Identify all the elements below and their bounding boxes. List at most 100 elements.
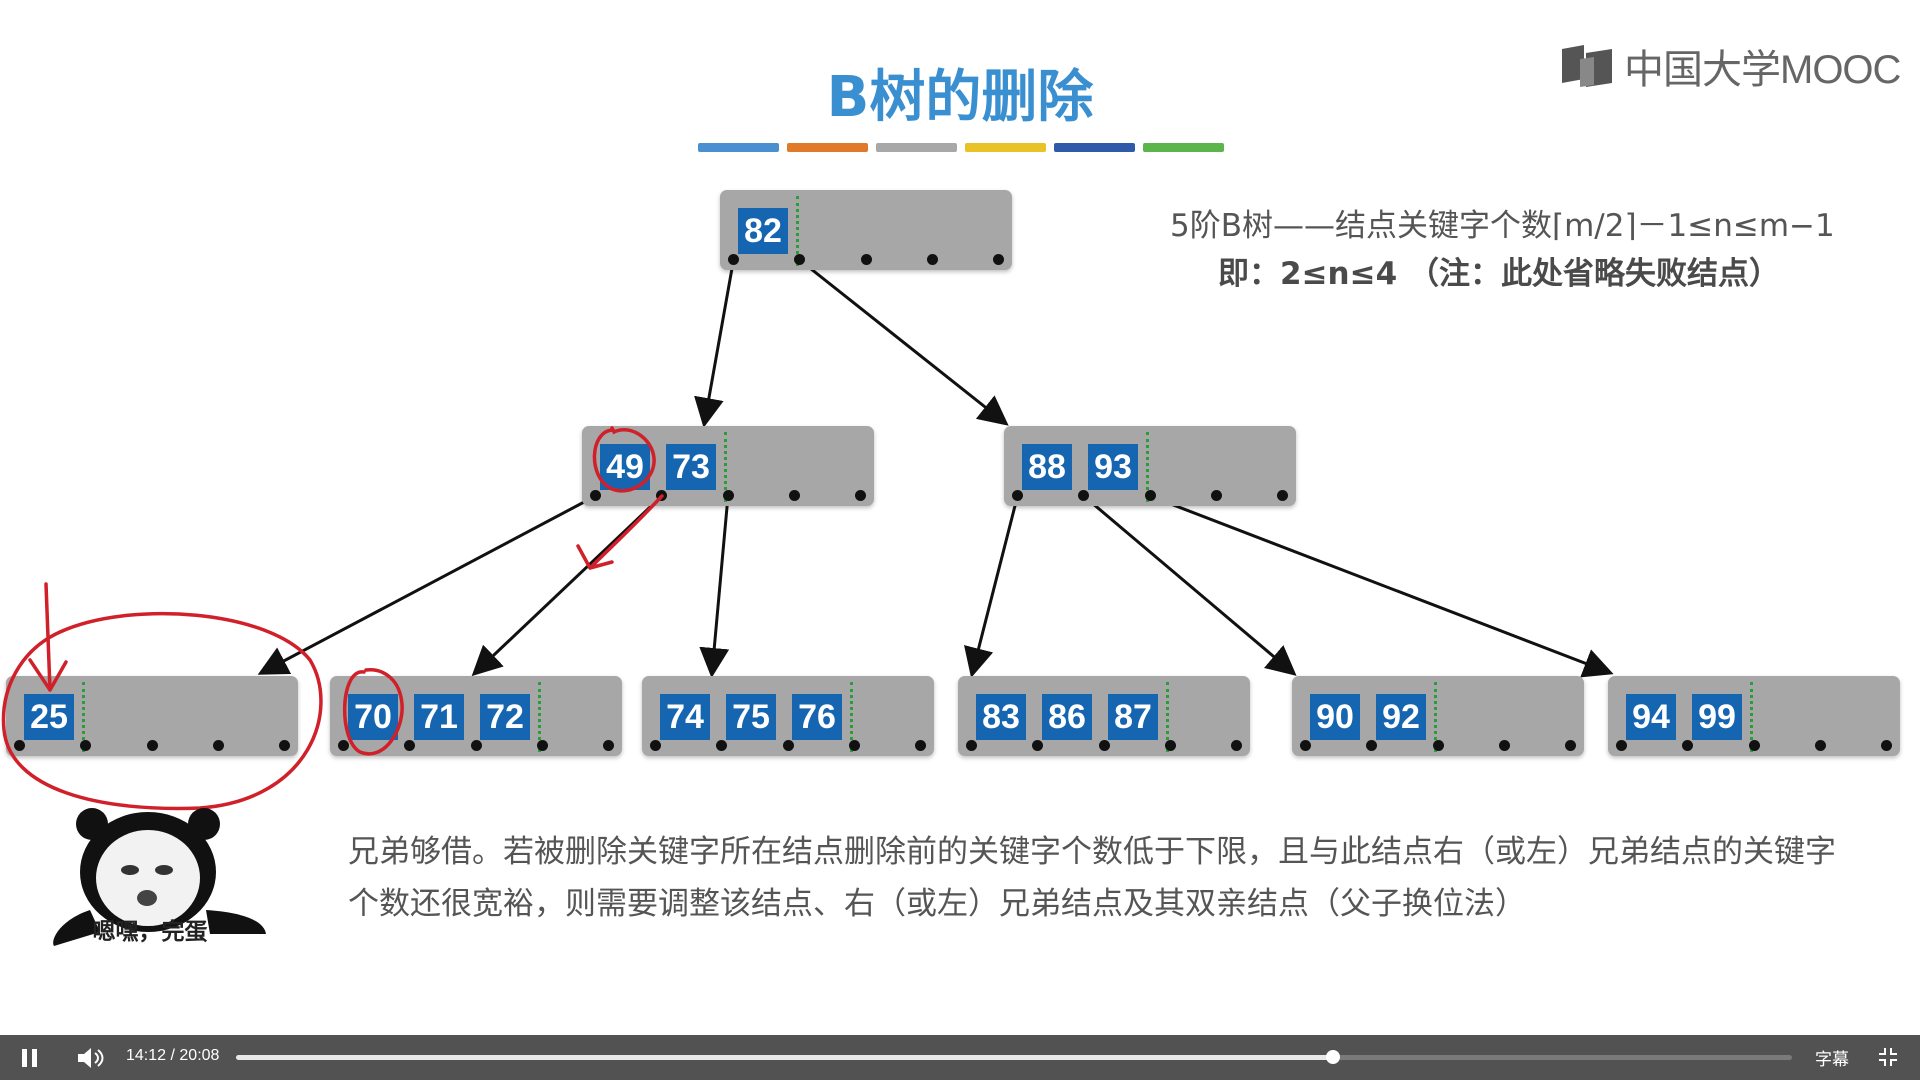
tree-edge (257, 494, 597, 675)
subtitle-button[interactable]: 字幕 (1815, 1050, 1849, 1070)
book-logo-icon (1562, 45, 1612, 87)
color-bar-segment (965, 143, 1046, 152)
child-pointer-dot (80, 740, 92, 751)
child-pointer-dot (1231, 740, 1242, 751)
color-bar-segment (787, 143, 868, 152)
node-key: 71 (414, 694, 464, 740)
node-key: 83 (976, 694, 1026, 740)
child-pointer-dot (470, 740, 482, 751)
child-pointer-dot (146, 740, 158, 751)
tree-edge (798, 258, 1009, 426)
exit-fullscreen-button[interactable] (1878, 1047, 1898, 1067)
child-pointer-dot (926, 254, 938, 265)
key-boundary-marker (1166, 682, 1169, 752)
child-pointer-dot (915, 740, 926, 751)
progress-handle[interactable] (1325, 1050, 1340, 1064)
child-pointer-dot (1432, 740, 1444, 751)
time-separator: / (170, 1047, 175, 1064)
pause-button[interactable] (20, 1048, 40, 1068)
node-key: 72 (480, 694, 530, 740)
color-bar-segment (698, 143, 779, 152)
child-pointer-dot (212, 740, 224, 751)
volume-button[interactable] (76, 1047, 104, 1069)
child-pointer-dot (1032, 740, 1044, 751)
child-pointer-dot (1881, 740, 1892, 751)
child-pointer-dot (722, 490, 734, 501)
node-key: 75 (726, 694, 776, 740)
child-pointer-dot (782, 740, 794, 751)
child-pointer-dot (1277, 490, 1288, 501)
node-key: 25 (24, 694, 74, 740)
key-boundary-marker (850, 682, 853, 752)
child-pointer-dot (860, 254, 872, 265)
time-display: 14:12 / 20:08 (126, 1047, 219, 1065)
node-key: 49 (600, 444, 650, 490)
child-pointer-dot (1144, 490, 1156, 501)
key-boundary-marker (796, 196, 799, 266)
slide-title: B树的删除 (826, 65, 1094, 130)
handwritten-annotations (1, 426, 664, 811)
child-pointer-dot (603, 740, 614, 751)
tree-edge (963, 495, 1019, 678)
order-constraint-detail: 即：2≤n≤4 （注：此处省略失败结点） (1218, 256, 1780, 292)
exit-fullscreen-icon (1879, 1048, 1897, 1066)
node-key: 76 (792, 694, 842, 740)
mooc-logo: 中国大学MOOC (1560, 40, 1901, 92)
node-key: 90 (1310, 694, 1360, 740)
node-key: 73 (666, 444, 716, 490)
color-bar-segment (1143, 143, 1224, 152)
node-key: 70 (348, 694, 398, 740)
leaf-node-1: 25 (6, 676, 298, 756)
progress-fill (236, 1055, 1333, 1060)
tree-edge (699, 495, 730, 678)
key-boundary-marker (1434, 682, 1437, 752)
color-bar (698, 143, 1224, 152)
child-pointer-dot (14, 740, 25, 751)
internal-node-left: 49 73 (582, 426, 874, 506)
child-pointer-dot (1682, 740, 1694, 751)
progress-bar[interactable] (236, 1050, 1792, 1064)
child-pointer-dot (794, 254, 806, 265)
node-key: 93 (1088, 444, 1138, 490)
child-pointer-dot (1078, 490, 1090, 501)
child-pointer-dot (590, 490, 601, 501)
child-pointer-dot (1616, 740, 1627, 751)
child-pointer-dot (1210, 490, 1222, 501)
child-pointer-dot (279, 740, 290, 751)
pause-icon (22, 1049, 27, 1067)
current-time: 14:12 (126, 1047, 167, 1064)
child-pointer-dot (338, 740, 349, 751)
child-pointer-dot (1565, 740, 1576, 751)
child-pointer-dot (728, 254, 739, 265)
node-key: 94 (1626, 694, 1676, 740)
key-boundary-marker (1750, 682, 1753, 752)
child-pointer-dot (1098, 740, 1110, 751)
child-pointer-dot (404, 740, 416, 751)
child-pointer-dot (855, 490, 866, 501)
node-key: 92 (1376, 694, 1426, 740)
key-boundary-marker (82, 682, 85, 752)
child-pointer-dot (1300, 740, 1311, 751)
child-pointer-dot (1012, 490, 1023, 501)
child-pointer-dot (1164, 740, 1176, 751)
circle-49-mark (592, 426, 656, 493)
child-pointer-dot (1748, 740, 1760, 751)
arrow-to-leaf-mark (576, 494, 664, 570)
child-pointer-dot (966, 740, 977, 751)
child-pointer-dot (993, 254, 1004, 265)
child-pointer-dot (650, 740, 661, 751)
child-pointer-dot (1498, 740, 1510, 751)
meme-caption: 嗯嘿，完蛋 (92, 919, 208, 945)
tree-edge (1149, 494, 1614, 678)
tree-edge (471, 494, 663, 677)
node-key: 82 (738, 208, 788, 254)
node-key: 87 (1108, 694, 1158, 740)
tree-edge (694, 259, 735, 428)
root-node: 82 (720, 190, 1012, 270)
tree-edges (257, 258, 1614, 678)
key-boundary-marker (538, 682, 541, 752)
leaf-node-2: 70 71 72 (330, 676, 622, 756)
